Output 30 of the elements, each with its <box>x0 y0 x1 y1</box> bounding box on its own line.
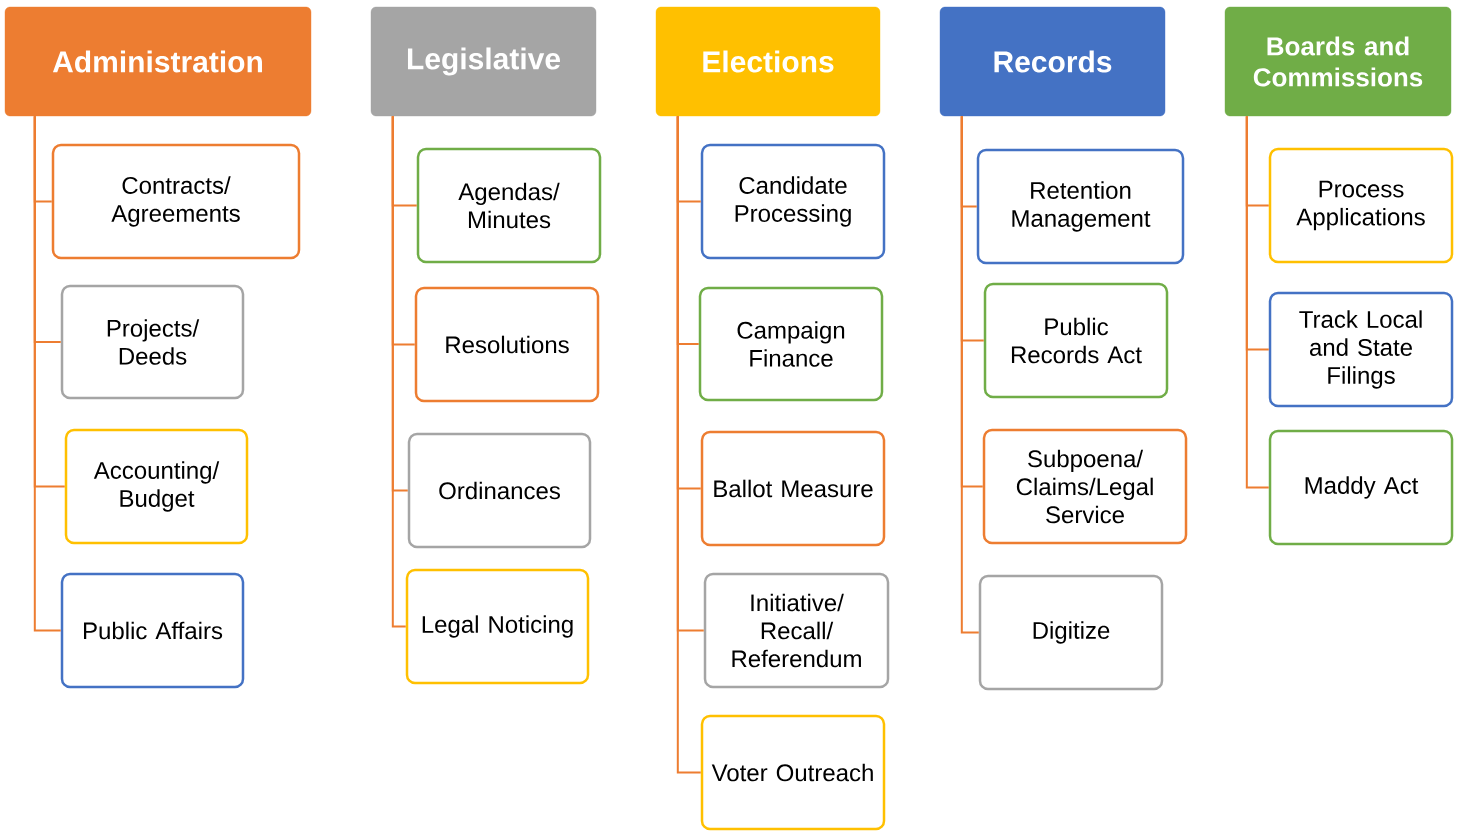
task-box: Accounting/ Budget <box>64 428 249 545</box>
connector-line <box>391 115 407 628</box>
task-box: Legal Noticing <box>405 568 590 685</box>
header-box: Legislative <box>370 6 597 117</box>
header-box: Administration <box>4 6 312 117</box>
task-box: Agendas/ Minutes <box>416 147 602 264</box>
task-box: Track Local and State Filings <box>1268 291 1454 408</box>
task-box: Digitize <box>978 574 1164 691</box>
task-box: Campaign Finance <box>698 286 884 402</box>
task-box: Voter Outreach <box>700 714 886 831</box>
task-box: Resolutions <box>414 286 600 403</box>
task-box: Projects/ Deeds <box>60 284 245 400</box>
header-box: Records <box>939 6 1166 117</box>
task-box: Subpoena/ Claims/Legal Service <box>982 428 1188 545</box>
task-box: Retention Management <box>976 148 1185 265</box>
header-box: Boards and Commissions <box>1224 6 1452 117</box>
task-box: Ordinances <box>407 432 592 549</box>
connector-line <box>33 115 62 632</box>
connector-line <box>676 115 702 774</box>
task-box: Maddy Act <box>1268 429 1454 546</box>
task-box: Process Applications <box>1268 147 1454 264</box>
task-box: Ballot Measure <box>700 430 886 547</box>
task-box: Initiative/ Recall/ Referendum <box>703 572 890 689</box>
task-box: Public Records Act <box>983 282 1169 399</box>
task-box: Contracts/ Agreements <box>51 143 301 260</box>
header-box: Elections <box>655 6 881 117</box>
connector-line <box>960 115 980 634</box>
connector-line <box>1245 115 1270 489</box>
task-box: Candidate Processing <box>700 143 886 260</box>
task-box: Public Affairs <box>60 572 245 689</box>
